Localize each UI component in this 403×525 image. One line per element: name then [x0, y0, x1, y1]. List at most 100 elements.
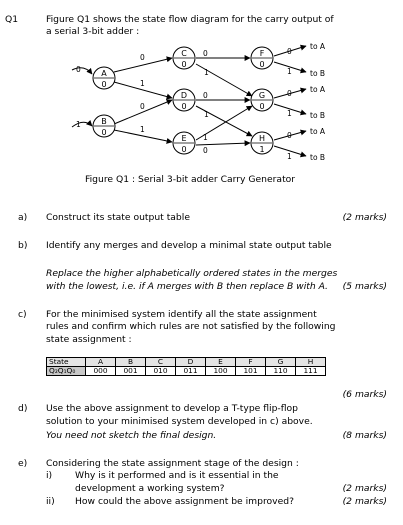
- figure-caption: Figure Q1 : Serial 3-bit adder Carry Gen…: [85, 174, 296, 185]
- edge-h-to-b: [273, 145, 307, 158]
- table-cell-code: 101: [235, 366, 266, 376]
- edge-d-h: [195, 105, 253, 137]
- table-row-codes: Q₂Q₁Q₀ 000 001 010 011 100 101 110 111: [46, 366, 326, 376]
- part-e-letter: e): [18, 458, 28, 469]
- intro-line-1: Figure Q1 shows the state flow diagram f…: [46, 14, 334, 25]
- edge-a-d: [113, 81, 173, 100]
- table-header-q: Q₂Q₁Q₀: [46, 366, 86, 376]
- table-row-states: State A B C D E F G H: [46, 357, 326, 367]
- part-a-text: Construct its state output table: [46, 212, 190, 223]
- edge-e-h: [195, 140, 251, 147]
- entry-arrow-b: [71, 120, 93, 128]
- part-a-marks: (2 marks): [342, 212, 387, 223]
- edge-label-b-e: 1: [140, 125, 145, 134]
- part-e-sub-ii-text: How could the above assignment be improv…: [75, 496, 294, 507]
- edge-f-to-b: [273, 61, 307, 74]
- state-d-name: D: [181, 91, 187, 100]
- edge-a-c: [113, 56, 173, 73]
- state-d-output: 0: [181, 102, 186, 111]
- table-cell-code: 010: [145, 366, 176, 376]
- target-label-g-a: to A: [310, 85, 326, 94]
- target-label-h-a: to A: [310, 127, 326, 136]
- edge-label-e-g: 1: [203, 133, 208, 142]
- edge-label-g-out0: 0: [287, 89, 292, 98]
- state-b-output: 0: [101, 128, 106, 137]
- table-cell-code: 111: [295, 366, 326, 376]
- state-a-name: A: [101, 69, 107, 78]
- state-e-name: E: [181, 134, 186, 143]
- part-c-line-2: rules and confirm which rules are not sa…: [46, 321, 336, 332]
- edge-label-a-c: 0: [140, 53, 145, 62]
- target-label-g-b: to B: [310, 111, 325, 120]
- state-f-name: F: [260, 49, 265, 58]
- edge-g-to-a: [273, 87, 307, 99]
- edge-label-h-out0: 0: [287, 131, 292, 140]
- edge-label-in-a: 0: [76, 65, 81, 74]
- edge-label-f-out0: 0: [287, 47, 292, 56]
- part-b-marks: (5 marks): [342, 281, 387, 292]
- part-d-letter: d): [18, 403, 28, 414]
- part-d-marks: (8 marks): [342, 430, 387, 441]
- state-flow-diagram: A 0 B 0 C 0 D 0 E 0 F 0 G 0 H 1 0 1 0 1 …: [71, 42, 326, 162]
- part-b-note-line-1: Replace the higher alphabetically ordere…: [46, 268, 338, 279]
- table-cell-code: 100: [205, 366, 236, 376]
- edge-b-e: [113, 129, 173, 144]
- state-h-output: 1: [259, 145, 264, 154]
- part-b-note-line-2: with the lowest, i.e. if A merges with B…: [46, 281, 328, 292]
- part-c-line-3: state assignment :: [46, 334, 132, 345]
- state-a-output: 0: [101, 80, 106, 89]
- part-e-line-1: Considering the state assignment stage o…: [46, 458, 299, 469]
- edge-label-f-out1: 1: [287, 67, 292, 76]
- target-label-f-b: to B: [310, 69, 325, 78]
- entry-arrow-a: [71, 67, 93, 75]
- edge-label-h-out1: 1: [287, 152, 292, 161]
- part-a-letter: a): [18, 212, 28, 223]
- edge-label-in-b: 1: [76, 120, 81, 129]
- edge-h-to-a: [273, 129, 307, 141]
- state-e-output: 0: [181, 145, 186, 154]
- edge-g-to-b: [273, 103, 307, 116]
- target-label-h-b: to B: [310, 153, 325, 162]
- question-number: Q1: [5, 14, 19, 25]
- table-cell-code: 001: [115, 366, 146, 376]
- state-f-output: 0: [259, 60, 264, 69]
- edge-label-d-g: 0: [203, 91, 208, 100]
- state-c-name: C: [181, 49, 187, 58]
- edge-label-c-f: 0: [203, 49, 208, 58]
- part-e-sub-ii-marks: (2 marks): [342, 496, 387, 507]
- part-e-sub-i-line-2: development a working system?: [75, 483, 225, 494]
- edge-b-d: [113, 99, 173, 125]
- part-b-text: Identify any merges and develop a minima…: [46, 240, 332, 251]
- part-c-marks: (6 marks): [342, 389, 387, 400]
- state-c-output: 0: [181, 60, 186, 69]
- edge-label-e-h: 0: [203, 146, 208, 155]
- state-h-name: H: [259, 134, 265, 143]
- edge-label-a-d: 1: [140, 79, 145, 88]
- part-b-letter: b): [18, 240, 28, 251]
- table-cell-code: 000: [85, 366, 116, 376]
- state-g-output: 0: [259, 102, 264, 111]
- table-cell-code: 110: [265, 366, 296, 376]
- edge-label-g-out1: 1: [287, 109, 292, 118]
- part-e-sub-i-marks: (2 marks): [342, 483, 387, 494]
- edge-e-g: [195, 105, 253, 141]
- table-cell-code: 011: [175, 366, 206, 376]
- edge-label-c-g: 1: [204, 68, 209, 77]
- edge-label-d-h: 1: [204, 110, 209, 119]
- part-c-line-1: For the minimised system identify all th…: [46, 309, 317, 320]
- target-label-f-a: to A: [310, 42, 326, 51]
- part-c-letter: c): [18, 309, 27, 320]
- part-e-sub-i-line-1: Why is it performed and is it essential …: [75, 470, 279, 481]
- edge-label-b-d: 0: [140, 102, 145, 111]
- edge-f-to-a: [273, 44, 307, 57]
- state-assignment-table: State A B C D E F G H Q₂Q₁Q₀ 000 001 010…: [46, 357, 326, 376]
- part-e-sub-ii-label: ii): [46, 496, 55, 507]
- intro-line-2: a serial 3-bit adder :: [46, 26, 140, 37]
- state-b-name: B: [101, 117, 107, 126]
- part-d-line-2: solution to your minimised system develo…: [46, 416, 313, 427]
- state-g-name: G: [259, 91, 265, 100]
- part-d-line-3: You need not sketch the final design.: [46, 430, 217, 441]
- part-e-sub-i-label: i): [46, 470, 53, 481]
- edge-c-g: [195, 63, 253, 97]
- part-d-line-1: Use the above assignment to develop a T-…: [46, 403, 298, 414]
